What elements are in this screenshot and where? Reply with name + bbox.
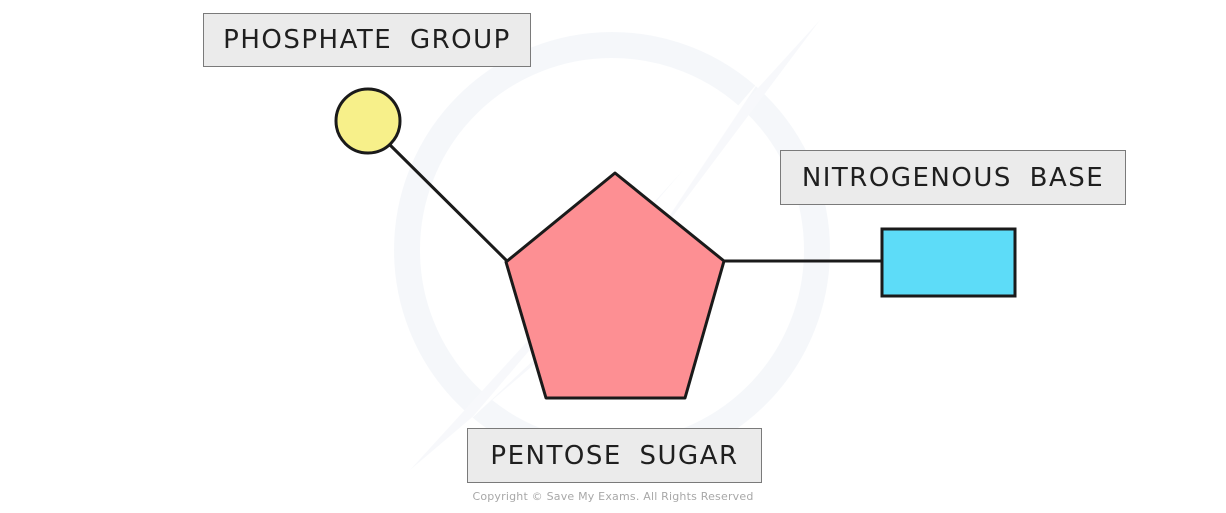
phosphate-group-label-text: PHOSPHATE GROUP [223, 25, 511, 55]
pentose-sugar-label-text: PENTOSE SUGAR [490, 440, 739, 471]
phosphate-group-circle [334, 87, 402, 155]
pentose-sugar-pentagon [504, 171, 726, 400]
pentose-sugar-label: PENTOSE SUGAR [467, 428, 762, 483]
copyright-notice: Copyright © Save My Exams. All Rights Re… [472, 490, 754, 503]
nitrogenous-base-label: NITROGENOUS BASE [780, 150, 1126, 205]
nitrogenous-base-rectangle [880, 227, 1017, 298]
phosphate-sugar-bond [386, 141, 510, 264]
nitrogenous-base-label-text: NITROGENOUS BASE [801, 162, 1105, 193]
phosphate-group-label: PHOSPHATE GROUP [203, 13, 531, 67]
